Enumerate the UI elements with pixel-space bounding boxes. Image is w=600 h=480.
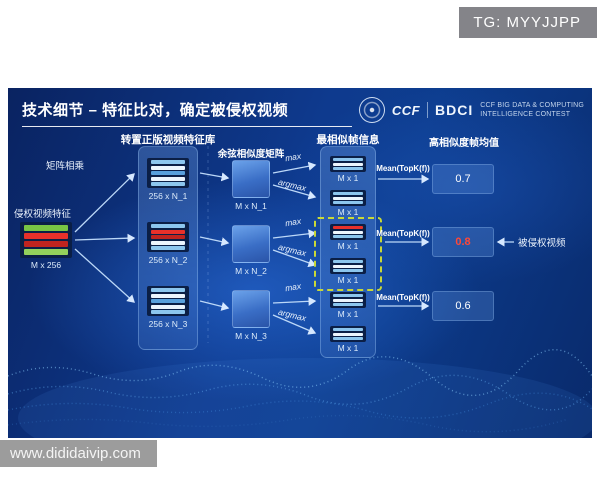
infringed-video-label: 被侵权视频 [518, 238, 566, 249]
frame-vector-2 [330, 190, 366, 206]
library-matrix-3 [147, 286, 189, 316]
library-matrix-2 [147, 222, 189, 252]
ccf-logo: CCF [391, 102, 421, 118]
max-label-1: max [284, 150, 302, 164]
frame-dim-label-1: M x 1 [337, 173, 359, 183]
frames-panel [320, 146, 376, 358]
frame-vector-3-highlighted [330, 224, 366, 240]
argmax-label-1: argmax [277, 176, 308, 194]
mean-label-3: Mean(TopK(f)) [376, 293, 430, 302]
highlight-dashed-box [314, 217, 382, 291]
result-value-2: 0.8 [455, 236, 471, 248]
result-box-3: 0.6 [432, 291, 494, 321]
contest-text: CCF BIG DATA & COMPUTING INTELLIGENCE CO… [480, 101, 584, 120]
bdci-logo: BDCI [435, 102, 474, 118]
cosine-dim-label-2: M x N_2 [235, 266, 267, 276]
frame-dim-label-5: M x 1 [337, 309, 359, 319]
max-label-2: max [284, 215, 302, 229]
frame-vector-6 [330, 326, 366, 342]
cosine-matrix-2 [232, 225, 270, 263]
result-value-3: 0.6 [455, 300, 471, 312]
frame-dim-label-3: M x 1 [337, 241, 359, 251]
result-title: 高相似度帧均值 [429, 138, 499, 149]
title-underline [22, 126, 352, 127]
library-dim-label-3: 256 x N_3 [148, 319, 188, 329]
result-box-1: 0.7 [432, 164, 494, 194]
matmul-label: 矩阵相乘 [46, 161, 85, 172]
argmax-label-3: argmax [277, 306, 308, 324]
mean-label-1: Mean(TopK(f)) [376, 164, 430, 173]
cosine-dim-label-1: M x N_1 [235, 201, 267, 211]
frames-title: 最相似帧信息 [316, 134, 380, 146]
contest-line2: INTELLIGENCE CONTEST [480, 111, 571, 118]
frame-dim-label-2: M x 1 [337, 207, 359, 217]
library-matrix-1 [147, 158, 189, 188]
query-dim-label: M x 256 [30, 260, 62, 270]
frame-vector-4 [330, 258, 366, 274]
argmax-label-2: argmax [277, 241, 308, 259]
library-dim-label-2: 256 x N_2 [148, 255, 188, 265]
max-label-3: max [284, 280, 302, 294]
query-feature-label: 侵权视频特征 [14, 209, 72, 220]
emblem-logo-icon [358, 97, 385, 123]
result-value-1: 0.7 [455, 173, 471, 185]
cosine-dim-label-3: M x N_3 [235, 331, 267, 341]
cosine-matrix-3 [232, 290, 270, 328]
mean-label-2: Mean(TopK(f)) [376, 229, 430, 238]
frame-vector-1 [330, 156, 366, 172]
library-dim-label-1: 256 x N_1 [148, 191, 188, 201]
query-feature-matrix [20, 222, 72, 258]
watermark: www.dididaivip.com [0, 440, 157, 467]
contest-line1: CCF BIG DATA & COMPUTING [480, 101, 584, 109]
logos: CCF BDCI CCF BIG DATA & COMPUTING INTELL… [358, 97, 584, 123]
library-title: 转置正版视频特征库 [120, 134, 216, 146]
logo-divider [427, 102, 429, 118]
tg-badge: TG: MYYJJPP [459, 7, 597, 38]
frame-dim-label-4: M x 1 [337, 275, 359, 285]
cosine-title: 余弦相似度矩阵 [217, 149, 285, 160]
slide-title: 技术细节 – 特征比对，确定被侵权视频 [22, 102, 289, 119]
slide: 技术细节 – 特征比对，确定被侵权视频 CCF BDCI CCF BIG DAT… [8, 88, 592, 438]
result-box-2: 0.8 [432, 227, 494, 257]
frame-dim-label-6: M x 1 [337, 343, 359, 353]
cosine-matrix-1 [232, 160, 270, 198]
frame-vector-5 [330, 292, 366, 308]
